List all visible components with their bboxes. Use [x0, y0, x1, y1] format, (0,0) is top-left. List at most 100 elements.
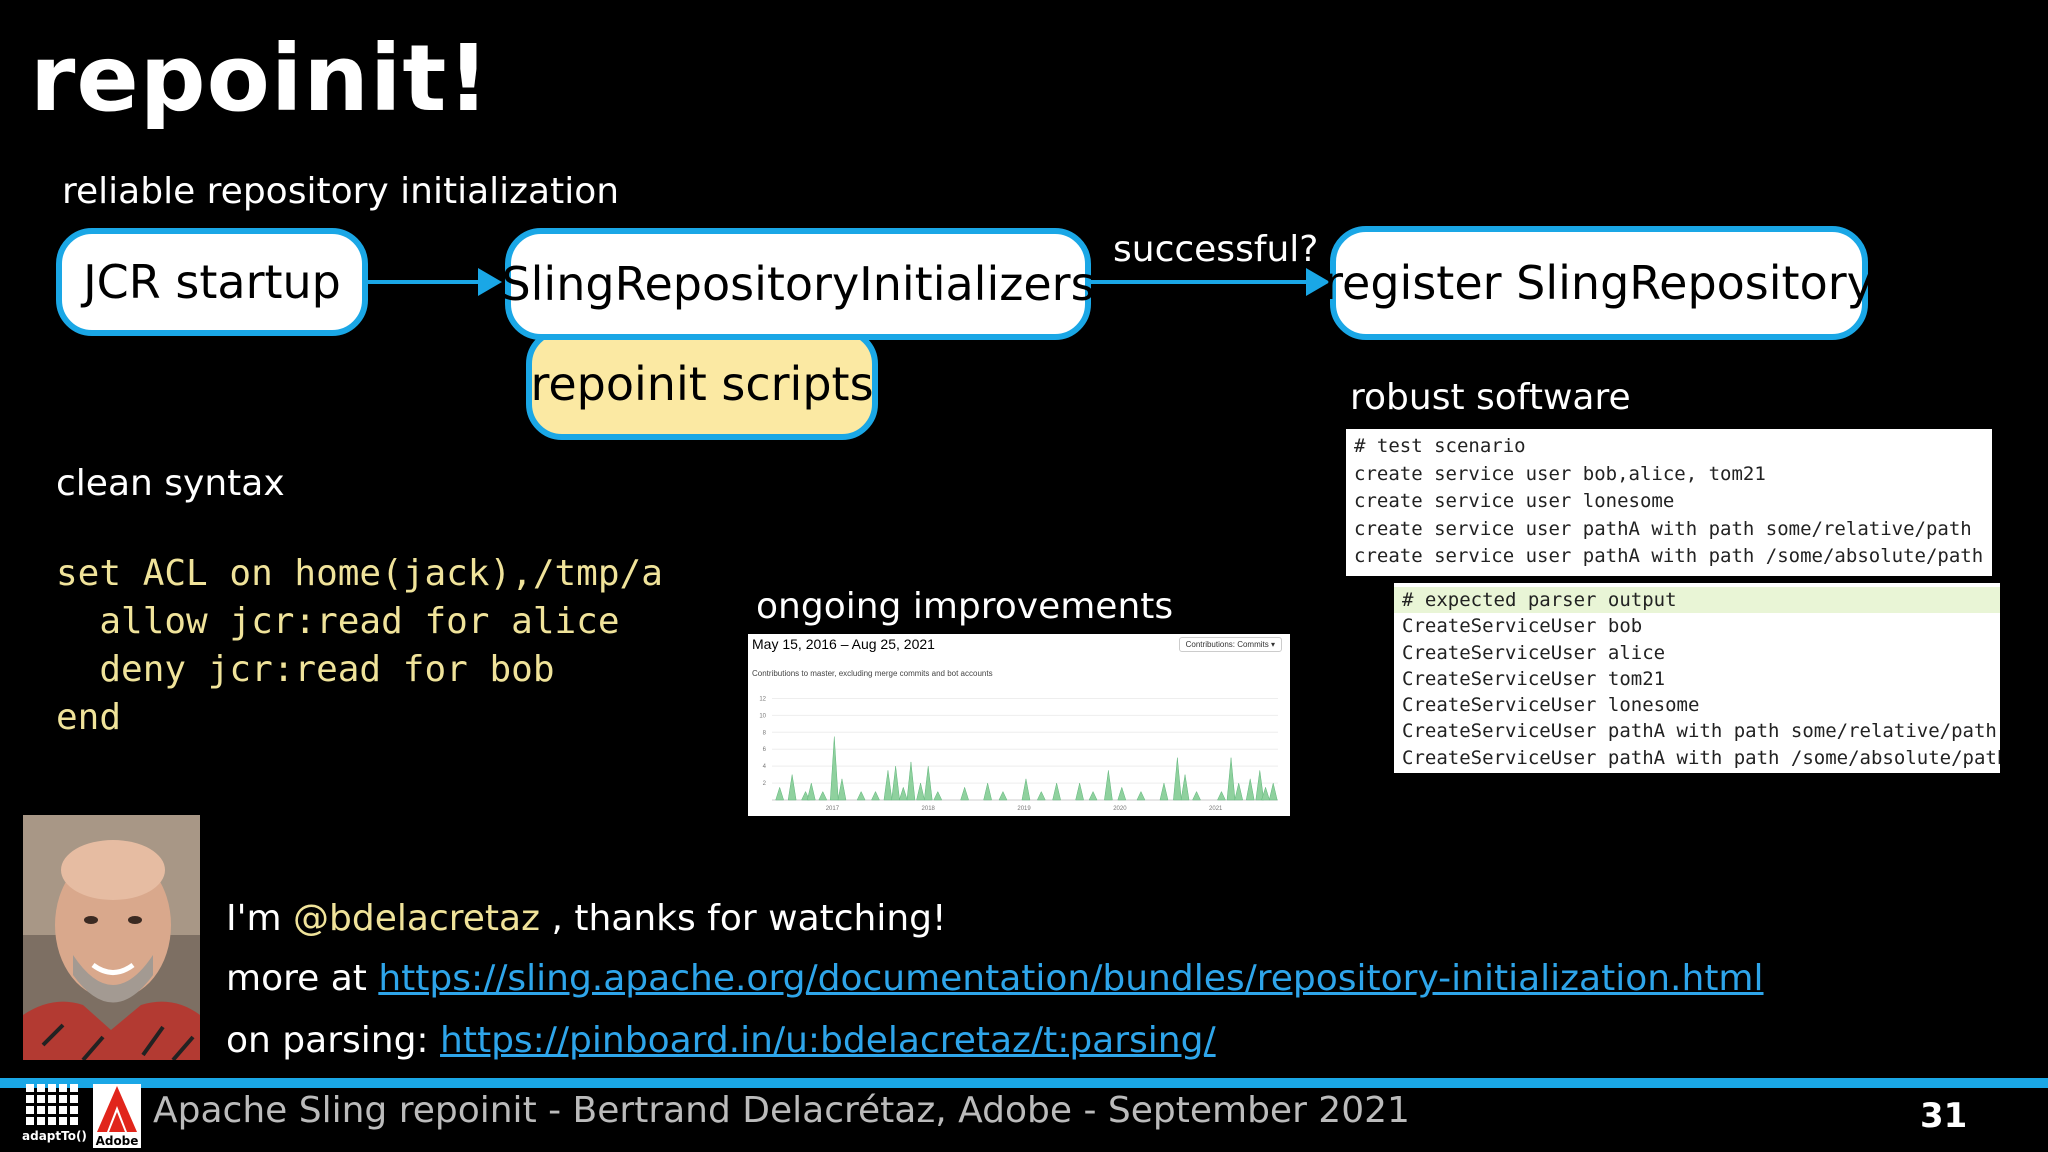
output-line: CreateServiceUser alice [1402, 641, 1666, 664]
adobe-logo-text: Adobe [93, 1134, 141, 1148]
robust-heading: robust software [1350, 377, 1631, 418]
flow-arrow-2-head [1306, 268, 1330, 296]
footer-bar [0, 1078, 2048, 1088]
intro-text: I'm [226, 898, 282, 939]
documentation-link[interactable]: https://sling.apache.org/documentation/b… [378, 958, 1764, 999]
chart-date-range: May 15, 2016 – Aug 25, 2021 [752, 636, 935, 652]
chart-contribution-spike [998, 790, 1008, 801]
chart-contribution-spike [856, 790, 866, 801]
adobe-logo-icon [97, 1086, 137, 1132]
chart-contribution-spike [960, 786, 969, 801]
chart-contribution-spike [871, 790, 880, 801]
chart-contribution-spike [775, 786, 785, 801]
thanks-text: , thanks for watching! [551, 898, 947, 939]
slide-subtitle: reliable repository initialization [62, 171, 620, 212]
chart-contribution-spike [830, 736, 839, 801]
footer-text: Apache Sling repoinit - Bertrand Delacré… [153, 1090, 1410, 1131]
output-line: # expected parser output [1394, 587, 2000, 614]
chart-contribution-spike [1245, 778, 1255, 801]
more-at-line: more at https://sling.apache.org/documen… [226, 958, 1764, 999]
on-parsing-line: on parsing: https://pinboard.in/u:bdelac… [226, 1020, 1216, 1061]
thanks-line: I'm @bdelacretaz , thanks for watching! [226, 898, 946, 939]
chart-contribution-spike [1234, 783, 1244, 801]
syntax-line: allow jcr:read for alice [56, 601, 620, 642]
more-at-label: more at [226, 958, 367, 999]
chart-contribution-spike [1261, 786, 1270, 801]
chart-contribution-spike [1217, 790, 1226, 801]
chart-contribution-spike [1255, 770, 1265, 801]
chart-y-tick-label: 2 [763, 781, 767, 787]
chart-y-tick-label: 6 [763, 747, 767, 753]
syntax-line: set ACL on home(jack),/tmp/a [56, 553, 663, 594]
twitter-handle[interactable]: @bdelacretaz [293, 898, 540, 939]
flow-arrow-1 [368, 280, 480, 284]
scenario-line: create service user lonesome [1354, 490, 1675, 512]
chart-contribution-spike [1136, 790, 1146, 801]
flow-arrow-label: successful? [1113, 229, 1319, 270]
output-line: CreateServiceUser bob [1402, 615, 1643, 638]
chart-x-tick-label: 2017 [826, 806, 840, 812]
chart-contribution-spike [1192, 790, 1201, 801]
chart-contribution-spike [818, 790, 828, 801]
pinboard-link[interactable]: https://pinboard.in/u:bdelacretaz/t:pars… [440, 1020, 1216, 1061]
chart-contribution-spike [1159, 783, 1169, 801]
chart-x-tick-label: 2018 [922, 806, 936, 812]
scenario-line: create service user pathA with path /som… [1354, 545, 1984, 567]
adobe-logo: Adobe [93, 1084, 141, 1148]
chart-contribution-spike [1268, 783, 1278, 801]
scenario-line: create service user pathA with path some… [1354, 517, 1972, 540]
adaptto-logo-text: adaptTo() [22, 1129, 87, 1143]
chart-contribution-spike [837, 778, 847, 801]
adaptto-logo: adaptTo() [22, 1082, 88, 1152]
scenario-line: create service user bob,alice, tom21 [1354, 462, 1766, 485]
syntax-heading: clean syntax [56, 463, 285, 504]
output-line: CreateServiceUser pathA with path /some/… [1402, 746, 2000, 769]
chart-contribution-spike [883, 770, 893, 801]
syntax-code-block: set ACL on home(jack),/tmp/a allow jcr:r… [56, 502, 663, 790]
syntax-line: end [56, 697, 122, 738]
chart-contribution-spike [1052, 783, 1061, 801]
scenario-line: # test scenario [1354, 435, 1526, 457]
chart-x-tick-label: 2019 [1017, 806, 1031, 812]
chart-contribution-spike [1173, 757, 1182, 801]
chart-contribution-spike [906, 761, 916, 801]
chart-contribution-spike [916, 783, 925, 801]
chart-y-tick-label: 4 [763, 764, 767, 770]
chart-y-tick-label: 12 [759, 696, 766, 702]
flow-box-sling-repository-initializers: SlingRepositoryInitializers [501, 228, 1095, 340]
chart-contribution-spike [891, 766, 900, 801]
chart-contribution-spike [1075, 783, 1084, 801]
avatar [23, 815, 200, 1060]
chart-contribution-spike [787, 774, 797, 801]
chart-contribution-spike [1180, 774, 1190, 801]
chart-x-tick-label: 2021 [1209, 806, 1223, 812]
syntax-line: deny jcr:read for bob [56, 649, 555, 690]
contributions-dropdown[interactable]: Contributions: Commits ▾ [1178, 637, 1282, 652]
output-line: CreateServiceUser lonesome [1402, 694, 1700, 717]
on-parsing-label: on parsing: [226, 1020, 429, 1061]
chart-y-tick-label: 10 [759, 713, 766, 719]
chart-contribution-spike [1104, 770, 1113, 801]
chart-contribution-spike [806, 783, 816, 801]
chart-contribution-spike [1021, 778, 1031, 801]
chart-contribution-spike [983, 783, 992, 801]
improvements-heading: ongoing improvements [756, 586, 1174, 627]
page-number: 31 [1920, 1096, 1968, 1136]
flow-arrow-2 [1091, 280, 1313, 284]
chart-contribution-spike [1036, 790, 1046, 801]
test-scenario-panel: # test scenario create service user bob,a… [1346, 429, 1992, 576]
chart-contribution-spike [1226, 757, 1236, 801]
chart-x-tick-label: 2020 [1113, 806, 1127, 812]
chart-contribution-spike [933, 790, 943, 801]
flow-box-jcr-startup: JCR startup [56, 228, 368, 336]
flow-box-register-sling-repository: register SlingRepository [1324, 226, 1874, 340]
flow-arrow-1-head [478, 268, 502, 296]
chart-caption: Contributions to master, excluding merge… [752, 669, 993, 678]
adaptto-logo-icon [26, 1084, 88, 1125]
output-line: CreateServiceUser tom21 [1402, 667, 1666, 690]
chart-contribution-spike [898, 786, 908, 801]
output-line: CreateServiceUser pathA with path some/r… [1402, 720, 1997, 743]
chart-contribution-spike [923, 766, 933, 801]
